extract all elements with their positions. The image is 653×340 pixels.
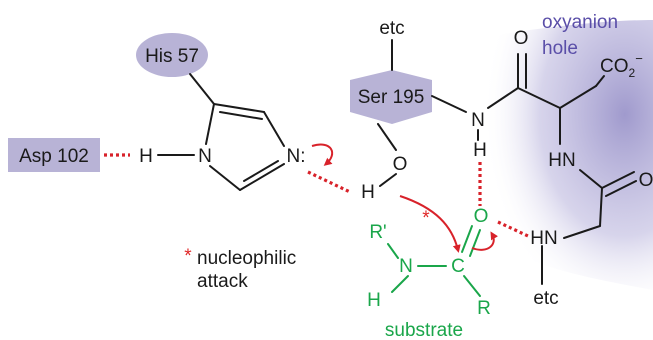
carboxylate-label: CO2− xyxy=(600,51,643,80)
substrate-label: substrate xyxy=(385,320,463,340)
substrate-r-atom: R xyxy=(477,298,491,319)
backbone-n-atom: N xyxy=(471,110,485,131)
oxyanion-hole-region xyxy=(464,20,653,290)
backbone-bonds xyxy=(477,53,637,285)
ser195-label: Ser 195 xyxy=(358,87,425,108)
substrate-h-atom: H xyxy=(367,290,381,311)
his57-label: His 57 xyxy=(145,46,199,67)
substrate-c-atom: C xyxy=(451,256,465,277)
his57-ellipse xyxy=(136,33,208,77)
legend-line2: attack xyxy=(197,271,248,292)
hydrogen-bonds xyxy=(104,153,529,238)
asp-h-atom: H xyxy=(139,146,153,167)
his-n-right-atom: N: xyxy=(287,146,306,167)
backbone-o-top-atom: O xyxy=(514,28,529,49)
asp102-label: Asp 102 xyxy=(19,146,89,167)
oxyanion-hole-label-line1: oxyanion xyxy=(542,12,618,33)
backbone-h-atom: H xyxy=(473,140,487,161)
backbone-o-right-atom: O xyxy=(639,170,653,191)
substrate-bonds xyxy=(387,225,481,297)
electron-arrows xyxy=(311,143,498,253)
oxyanion-hole-label-line2: hole xyxy=(542,38,578,59)
attack-asterisk: * xyxy=(422,208,430,229)
his-imidazole-bonds xyxy=(157,73,285,191)
ser-o-atom: O xyxy=(393,154,408,175)
asp102-box xyxy=(8,138,100,172)
ser-h-atom: H xyxy=(361,182,375,203)
etc-top-label: etc xyxy=(379,18,404,39)
hn-mid-atom: HN xyxy=(548,150,575,171)
substrate-n-atom: N xyxy=(399,256,413,277)
substrate-r-prime: R' xyxy=(369,222,386,243)
legend-line1: nucleophilic xyxy=(197,248,296,269)
etc-bottom-label: etc xyxy=(533,288,558,309)
his-n-left-atom: N xyxy=(198,146,212,167)
legend-asterisk: * xyxy=(184,246,192,267)
hn-lower-atom: HN xyxy=(530,228,557,249)
ser-bonds xyxy=(377,39,467,187)
substrate-o-atom: O xyxy=(474,206,489,227)
ser195-hexagon xyxy=(350,70,432,124)
